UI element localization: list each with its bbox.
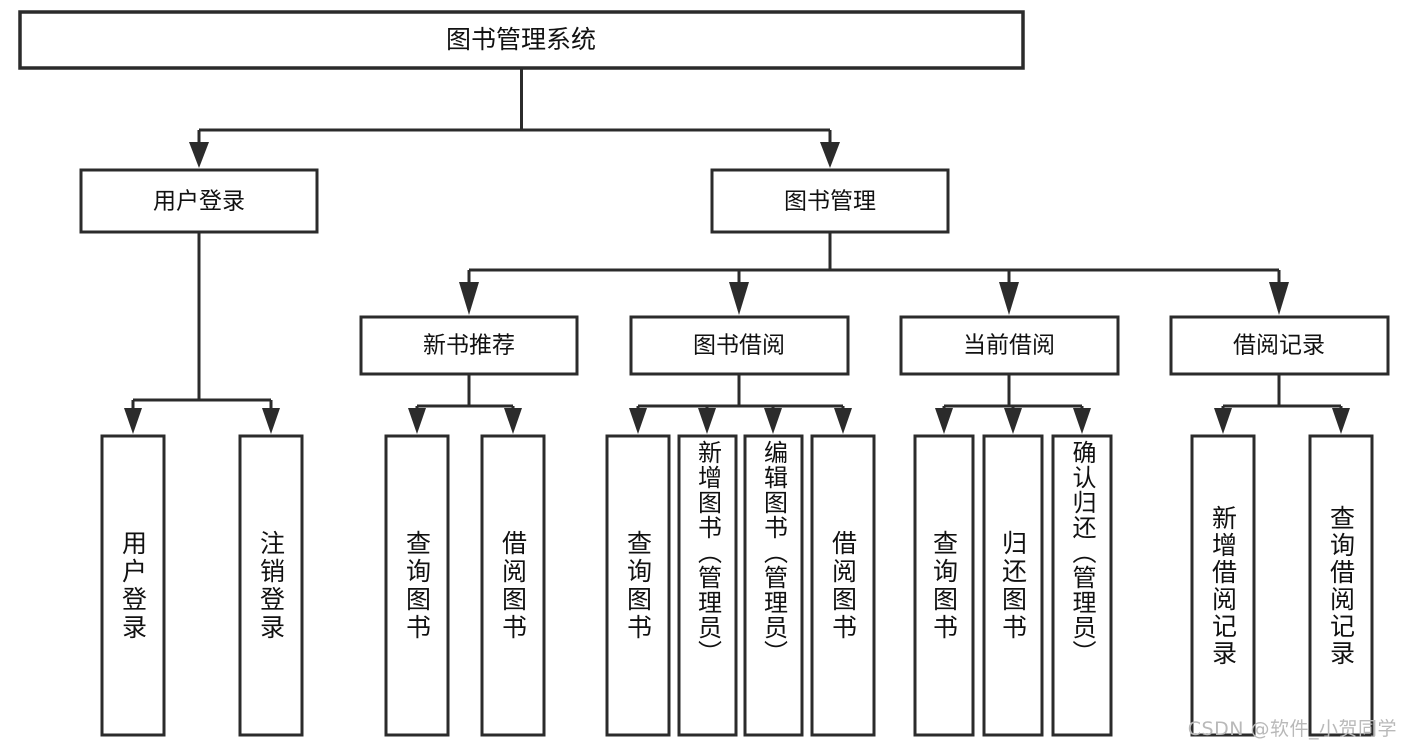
node-current-borrow[interactable]: 当前借阅	[899, 315, 1120, 376]
node-book-management-box[interactable]	[710, 168, 950, 234]
leaf-box-return-book[interactable]	[982, 434, 1044, 737]
node-user-login[interactable]: 用户登录	[79, 168, 319, 234]
arrowhead-br-leaf-1	[1214, 408, 1232, 434]
arrowhead-cb-leaf-1	[935, 408, 953, 434]
leaf-box-add-book-admin[interactable]	[677, 434, 738, 737]
node-borrow-record[interactable]: 借阅记录	[1169, 315, 1390, 376]
connector-layer	[124, 68, 1350, 434]
arrowhead-bb-leaf-2	[698, 408, 716, 434]
leaf-box-borrow-book-bb[interactable]	[810, 434, 876, 737]
leaf-box-user-login[interactable]	[100, 434, 166, 737]
node-borrow-record-label: 借阅记录	[1233, 333, 1325, 359]
node-book-management[interactable]: 图书管理	[710, 168, 950, 234]
node-root[interactable]: 图书管理系统	[18, 10, 1025, 70]
arrowhead-nb-leaf-1	[408, 408, 426, 434]
node-book-management-label: 图书管理	[784, 189, 876, 215]
arrowhead-book-borrow	[729, 282, 749, 315]
arrowhead-nb-leaf-2	[504, 408, 522, 434]
node-current-borrow-label: 当前借阅	[963, 333, 1055, 359]
arrowhead-leaf-user-login	[124, 408, 142, 434]
leaf-box-logout[interactable]	[238, 434, 304, 737]
arrowhead-leaf-logout	[262, 408, 280, 434]
node-borrow-record-box[interactable]	[1169, 315, 1390, 376]
node-new-book-recommend[interactable]: 新书推荐	[359, 315, 579, 376]
arrowhead-user-login	[189, 142, 209, 168]
arrowhead-bb-leaf-4	[834, 408, 852, 434]
arrowhead-br-leaf-2	[1332, 408, 1350, 434]
leaf-box-confirm-return[interactable]	[1051, 434, 1113, 737]
node-new-book-recommend-label: 新书推荐	[423, 333, 515, 359]
leaf-box-borrow-book-nb[interactable]	[480, 434, 546, 737]
node-root-box[interactable]	[18, 10, 1025, 70]
arrowhead-bb-leaf-3	[764, 408, 782, 434]
leaf-box-layer	[100, 434, 1374, 737]
node-book-borrow-box[interactable]	[629, 315, 850, 376]
node-root-label: 图书管理系统	[446, 25, 596, 54]
node-user-login-label: 用户登录	[153, 189, 245, 215]
leaf-box-query-book-cb[interactable]	[913, 434, 975, 737]
csdn-watermark: CSDN @软件_小贺同学	[1187, 718, 1397, 740]
leaf-box-query-record[interactable]	[1308, 434, 1374, 737]
node-new-book-recommend-box[interactable]	[359, 315, 579, 376]
leaf-box-add-record[interactable]	[1190, 434, 1256, 737]
arrowhead-cb-leaf-2	[1004, 408, 1022, 434]
leaf-box-query-book-nb[interactable]	[384, 434, 450, 737]
arrowhead-bb-leaf-1	[629, 408, 647, 434]
leaf-box-query-book-bb[interactable]	[605, 434, 671, 737]
arrowhead-borrow-record	[1269, 282, 1289, 315]
arrowhead-book-mgmt	[820, 142, 840, 168]
arrowhead-current-borrow	[999, 282, 1019, 315]
arrowhead-cb-leaf-3	[1073, 408, 1091, 434]
node-user-login-box[interactable]	[79, 168, 319, 234]
leaf-box-edit-book-admin[interactable]	[743, 434, 804, 737]
node-current-borrow-box[interactable]	[899, 315, 1120, 376]
node-book-borrow[interactable]: 图书借阅	[629, 315, 850, 376]
arrowhead-new-book-rec	[459, 282, 479, 315]
node-book-borrow-label: 图书借阅	[693, 333, 785, 359]
